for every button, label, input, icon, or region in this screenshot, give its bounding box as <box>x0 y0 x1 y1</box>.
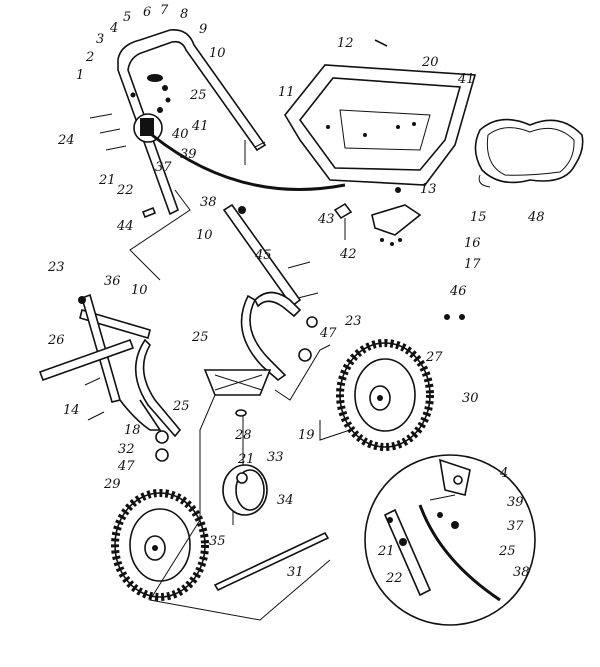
part-labels: 1 2 3 4 5 6 7 8 9 10 25 40 41 24 21 22 3… <box>47 3 545 586</box>
part-label: 48 <box>527 210 545 225</box>
part-label: 16 <box>464 236 481 251</box>
part-label: 41 <box>191 119 209 134</box>
part-label: 41 <box>457 72 475 87</box>
part-label: 35 <box>209 534 226 549</box>
part-label: 31 <box>287 565 304 580</box>
part-label: 38 <box>200 195 217 210</box>
part-label: 45 <box>254 248 272 263</box>
part-label: 21 <box>237 452 255 467</box>
part-label: 24 <box>57 133 75 148</box>
part-label: 10 <box>209 46 226 61</box>
part-label: 47 <box>319 326 337 341</box>
part-label: 33 <box>267 450 284 465</box>
part-label: 15 <box>470 210 487 225</box>
hopper <box>284 39 477 246</box>
assembly-leaders <box>129 189 351 621</box>
part-label: 47 <box>117 459 135 474</box>
part-label: 25 <box>498 544 516 559</box>
part-label: 13 <box>420 182 437 197</box>
part-label: 30 <box>462 391 479 406</box>
part-label: 19 <box>298 428 315 443</box>
part-label: 46 <box>449 284 467 299</box>
part-label: 14 <box>63 403 80 418</box>
part-label: 39 <box>507 495 524 510</box>
part-label: 1 <box>76 68 84 83</box>
part-label: 25 <box>189 88 207 103</box>
part-label: 43 <box>317 212 335 227</box>
part-label: 9 <box>199 22 207 37</box>
detail-inset <box>364 454 536 626</box>
part-label: 10 <box>196 228 213 243</box>
frame <box>38 203 465 470</box>
part-label: 18 <box>124 423 141 438</box>
part-label: 23 <box>47 260 65 275</box>
part-label: 22 <box>116 183 134 198</box>
part-label: 17 <box>464 257 481 272</box>
part-label: 10 <box>131 283 148 298</box>
part-label: 11 <box>278 85 295 100</box>
part-label: 36 <box>104 274 121 289</box>
handle-assembly <box>89 28 346 219</box>
part-label: 29 <box>103 477 121 492</box>
part-label: 44 <box>116 219 134 234</box>
rain-cover <box>474 118 584 188</box>
part-label: 38 <box>513 565 530 580</box>
part-label: 4 <box>499 466 508 481</box>
part-label: 5 <box>123 10 131 25</box>
part-label: 37 <box>155 160 172 175</box>
part-label: 25 <box>191 330 209 345</box>
part-label: 39 <box>180 147 197 162</box>
right-wheel <box>336 339 434 451</box>
part-label: 21 <box>98 173 116 188</box>
part-label: 4 <box>109 21 118 36</box>
part-label: 26 <box>47 333 65 348</box>
part-label: 2 <box>85 50 94 65</box>
part-label: 20 <box>421 55 439 70</box>
part-label: 27 <box>425 350 443 365</box>
part-label: 22 <box>385 571 403 586</box>
part-label: 34 <box>277 493 294 508</box>
part-label: 21 <box>377 544 395 559</box>
part-label: 7 <box>160 3 169 18</box>
part-label: 40 <box>171 127 189 142</box>
part-label: 25 <box>172 399 190 414</box>
part-label: 23 <box>344 314 362 329</box>
part-label: 32 <box>118 442 135 457</box>
part-label: 8 <box>180 7 188 22</box>
part-label: 12 <box>337 36 354 51</box>
part-label: 37 <box>507 519 524 534</box>
part-label: 42 <box>339 247 357 262</box>
part-label: 6 <box>143 5 151 20</box>
axle <box>213 531 330 592</box>
left-wheel <box>111 489 209 601</box>
caster-wheel <box>222 464 268 525</box>
part-label: 28 <box>234 428 252 443</box>
part-label: 3 <box>96 32 104 47</box>
